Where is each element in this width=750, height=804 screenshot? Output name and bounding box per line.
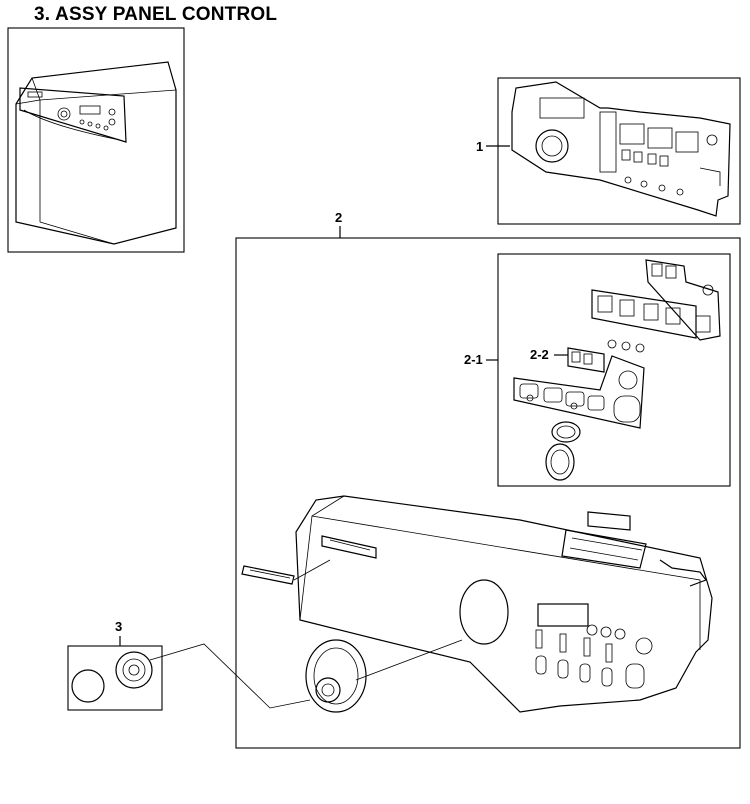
callout-2-1: 2-1 — [464, 352, 483, 367]
callout-1: 1 — [476, 139, 483, 154]
callout-2-2: 2-2 — [530, 347, 549, 362]
part-3-box: 3 — [67, 619, 311, 711]
callout-2: 2 — [335, 210, 342, 225]
page-title: 3. ASSY PANEL CONTROL — [34, 4, 278, 25]
callout-3: 3 — [115, 619, 122, 634]
overview-box — [7, 27, 185, 253]
part-2-box: 2 2-1 2-2 — [235, 210, 741, 749]
part-1-box: 1 — [476, 77, 741, 225]
